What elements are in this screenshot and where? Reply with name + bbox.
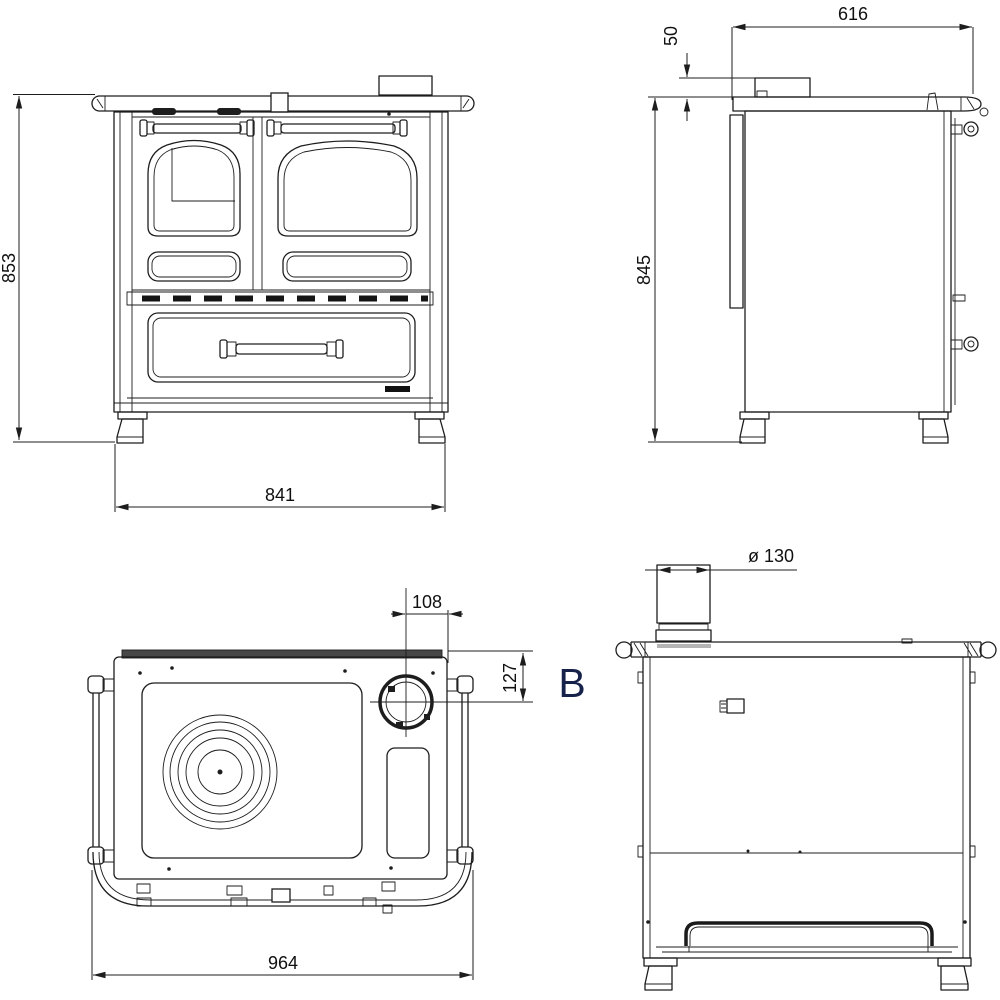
firebox-door-panel — [147, 251, 241, 282]
overall-width-dim-label: 964 — [268, 953, 298, 973]
top-side-rails — [87, 675, 474, 865]
collar-height-dim-label: 50 — [661, 26, 681, 46]
flue-centerlines — [370, 588, 533, 737]
side-height-dim-label: 845 — [634, 255, 654, 285]
side-rail-bracket — [926, 92, 939, 111]
rear-legs — [643, 957, 972, 991]
rear-worktop-edge — [615, 638, 997, 659]
front-height-dim-label: 853 — [0, 253, 19, 283]
depth-dim-label: 616 — [838, 4, 868, 24]
side-view-dimensions: 616 50 845 — [634, 4, 974, 443]
oven-door-panel-arched — [277, 140, 418, 237]
flue-diameter-dim-label: ø 130 — [748, 546, 794, 566]
top-screw-dots — [138, 666, 435, 871]
flue-collar-base — [655, 629, 712, 642]
brand-badge — [385, 386, 410, 392]
rear-view-dimensions: ø 130 — [645, 546, 797, 574]
oven-door-lower-panel — [282, 251, 412, 282]
rear-body — [642, 656, 971, 959]
rating-plate — [719, 698, 745, 714]
flue-offset-right-dim-label: 108 — [412, 592, 442, 612]
side-flue-box — [754, 77, 811, 98]
side-worktop — [732, 96, 982, 112]
side-body — [744, 110, 952, 413]
front-rail-center-joint — [270, 92, 289, 113]
top-rear-strip — [121, 649, 443, 659]
flue-offset-rear-dim-label: 127 — [500, 663, 520, 693]
front-hinge-tab-right — [217, 108, 241, 115]
wood-drawer — [147, 312, 416, 392]
front-flue-box — [378, 75, 433, 96]
top-body — [113, 656, 448, 880]
oven-door-handle-right — [266, 119, 408, 137]
rear-side-nubs — [637, 671, 976, 858]
top-side-flap — [386, 747, 430, 859]
flue-pipe — [656, 564, 711, 624]
top-front-rail — [92, 851, 473, 914]
front-body — [113, 111, 449, 413]
front-mid-rail — [126, 291, 434, 306]
top-view — [87, 588, 533, 914]
cooking-plate — [141, 682, 363, 859]
side-hinge-knobs — [950, 121, 979, 352]
drawer-handle — [235, 343, 328, 355]
front-view-dimensions: 853 841 — [0, 94, 446, 512]
rear-view — [615, 564, 997, 991]
side-legs — [739, 411, 949, 444]
hotplate-rings — [162, 714, 278, 830]
side-view — [729, 77, 989, 444]
top-front-center-joint — [271, 888, 291, 903]
oven-door-handle-left — [139, 119, 255, 137]
front-width-dim-label: 841 — [265, 485, 295, 505]
rear-heat-shield — [729, 114, 744, 309]
front-view — [91, 75, 475, 444]
rear-bottom-lip — [656, 921, 958, 953]
section-label-b: B — [558, 660, 585, 706]
front-hinge-tab-left — [152, 108, 176, 115]
front-legs — [116, 411, 446, 444]
top-view-dimensions: 108 127 964 — [91, 592, 533, 980]
firebox-door-window — [147, 139, 241, 237]
side-rail-ball — [979, 107, 989, 117]
